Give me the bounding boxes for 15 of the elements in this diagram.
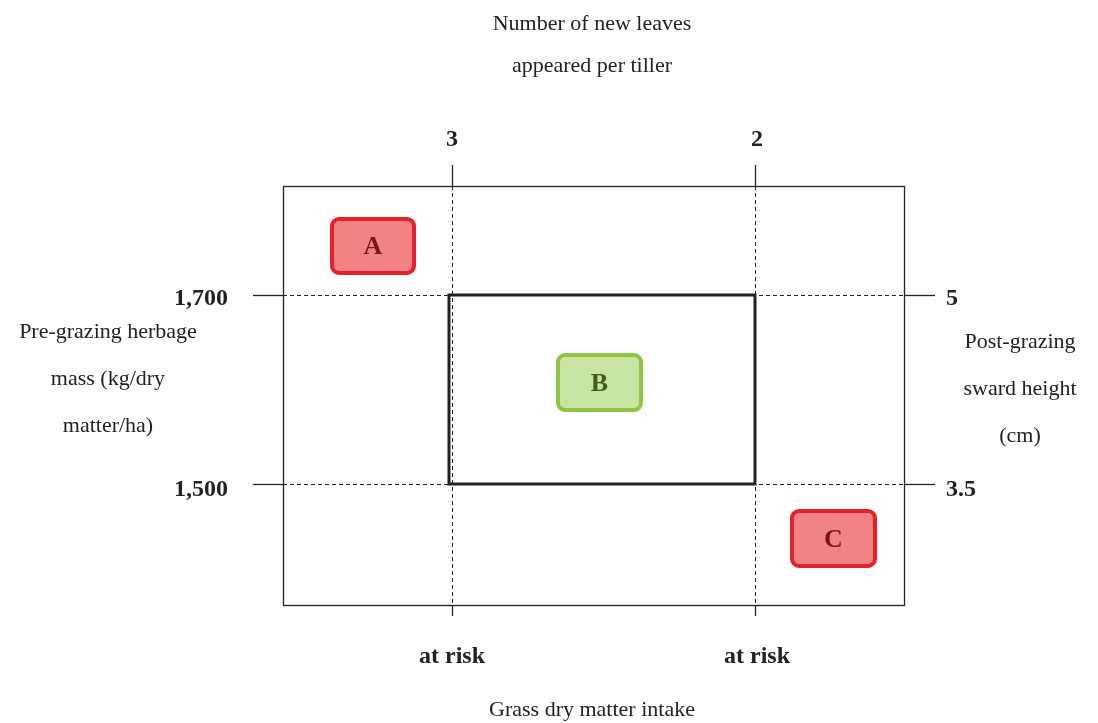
axis-title: Post-grazing sward height (cm) (962, 327, 1078, 449)
axis-value: 1,700 (173, 283, 228, 311)
zone-badge: B (556, 353, 643, 412)
axis-title: Number of new leaves appeared per tiller (491, 9, 693, 79)
axis-value: 3.5 (946, 474, 977, 502)
axis-value: 3 (445, 124, 459, 152)
axis-value: at risk (723, 641, 791, 669)
zone-badge: C (790, 509, 877, 568)
axis-value: 1,500 (173, 474, 228, 502)
axis-value: at risk (418, 641, 486, 669)
axis-value: 2 (750, 124, 764, 152)
axis-title: Pre-grazing herbage mass (kg/dry matter/ha) (18, 317, 198, 439)
axis-value: 5 (946, 283, 959, 311)
zone-badge: A (330, 217, 416, 275)
axis-title: Grass dry matter intake (488, 695, 696, 723)
